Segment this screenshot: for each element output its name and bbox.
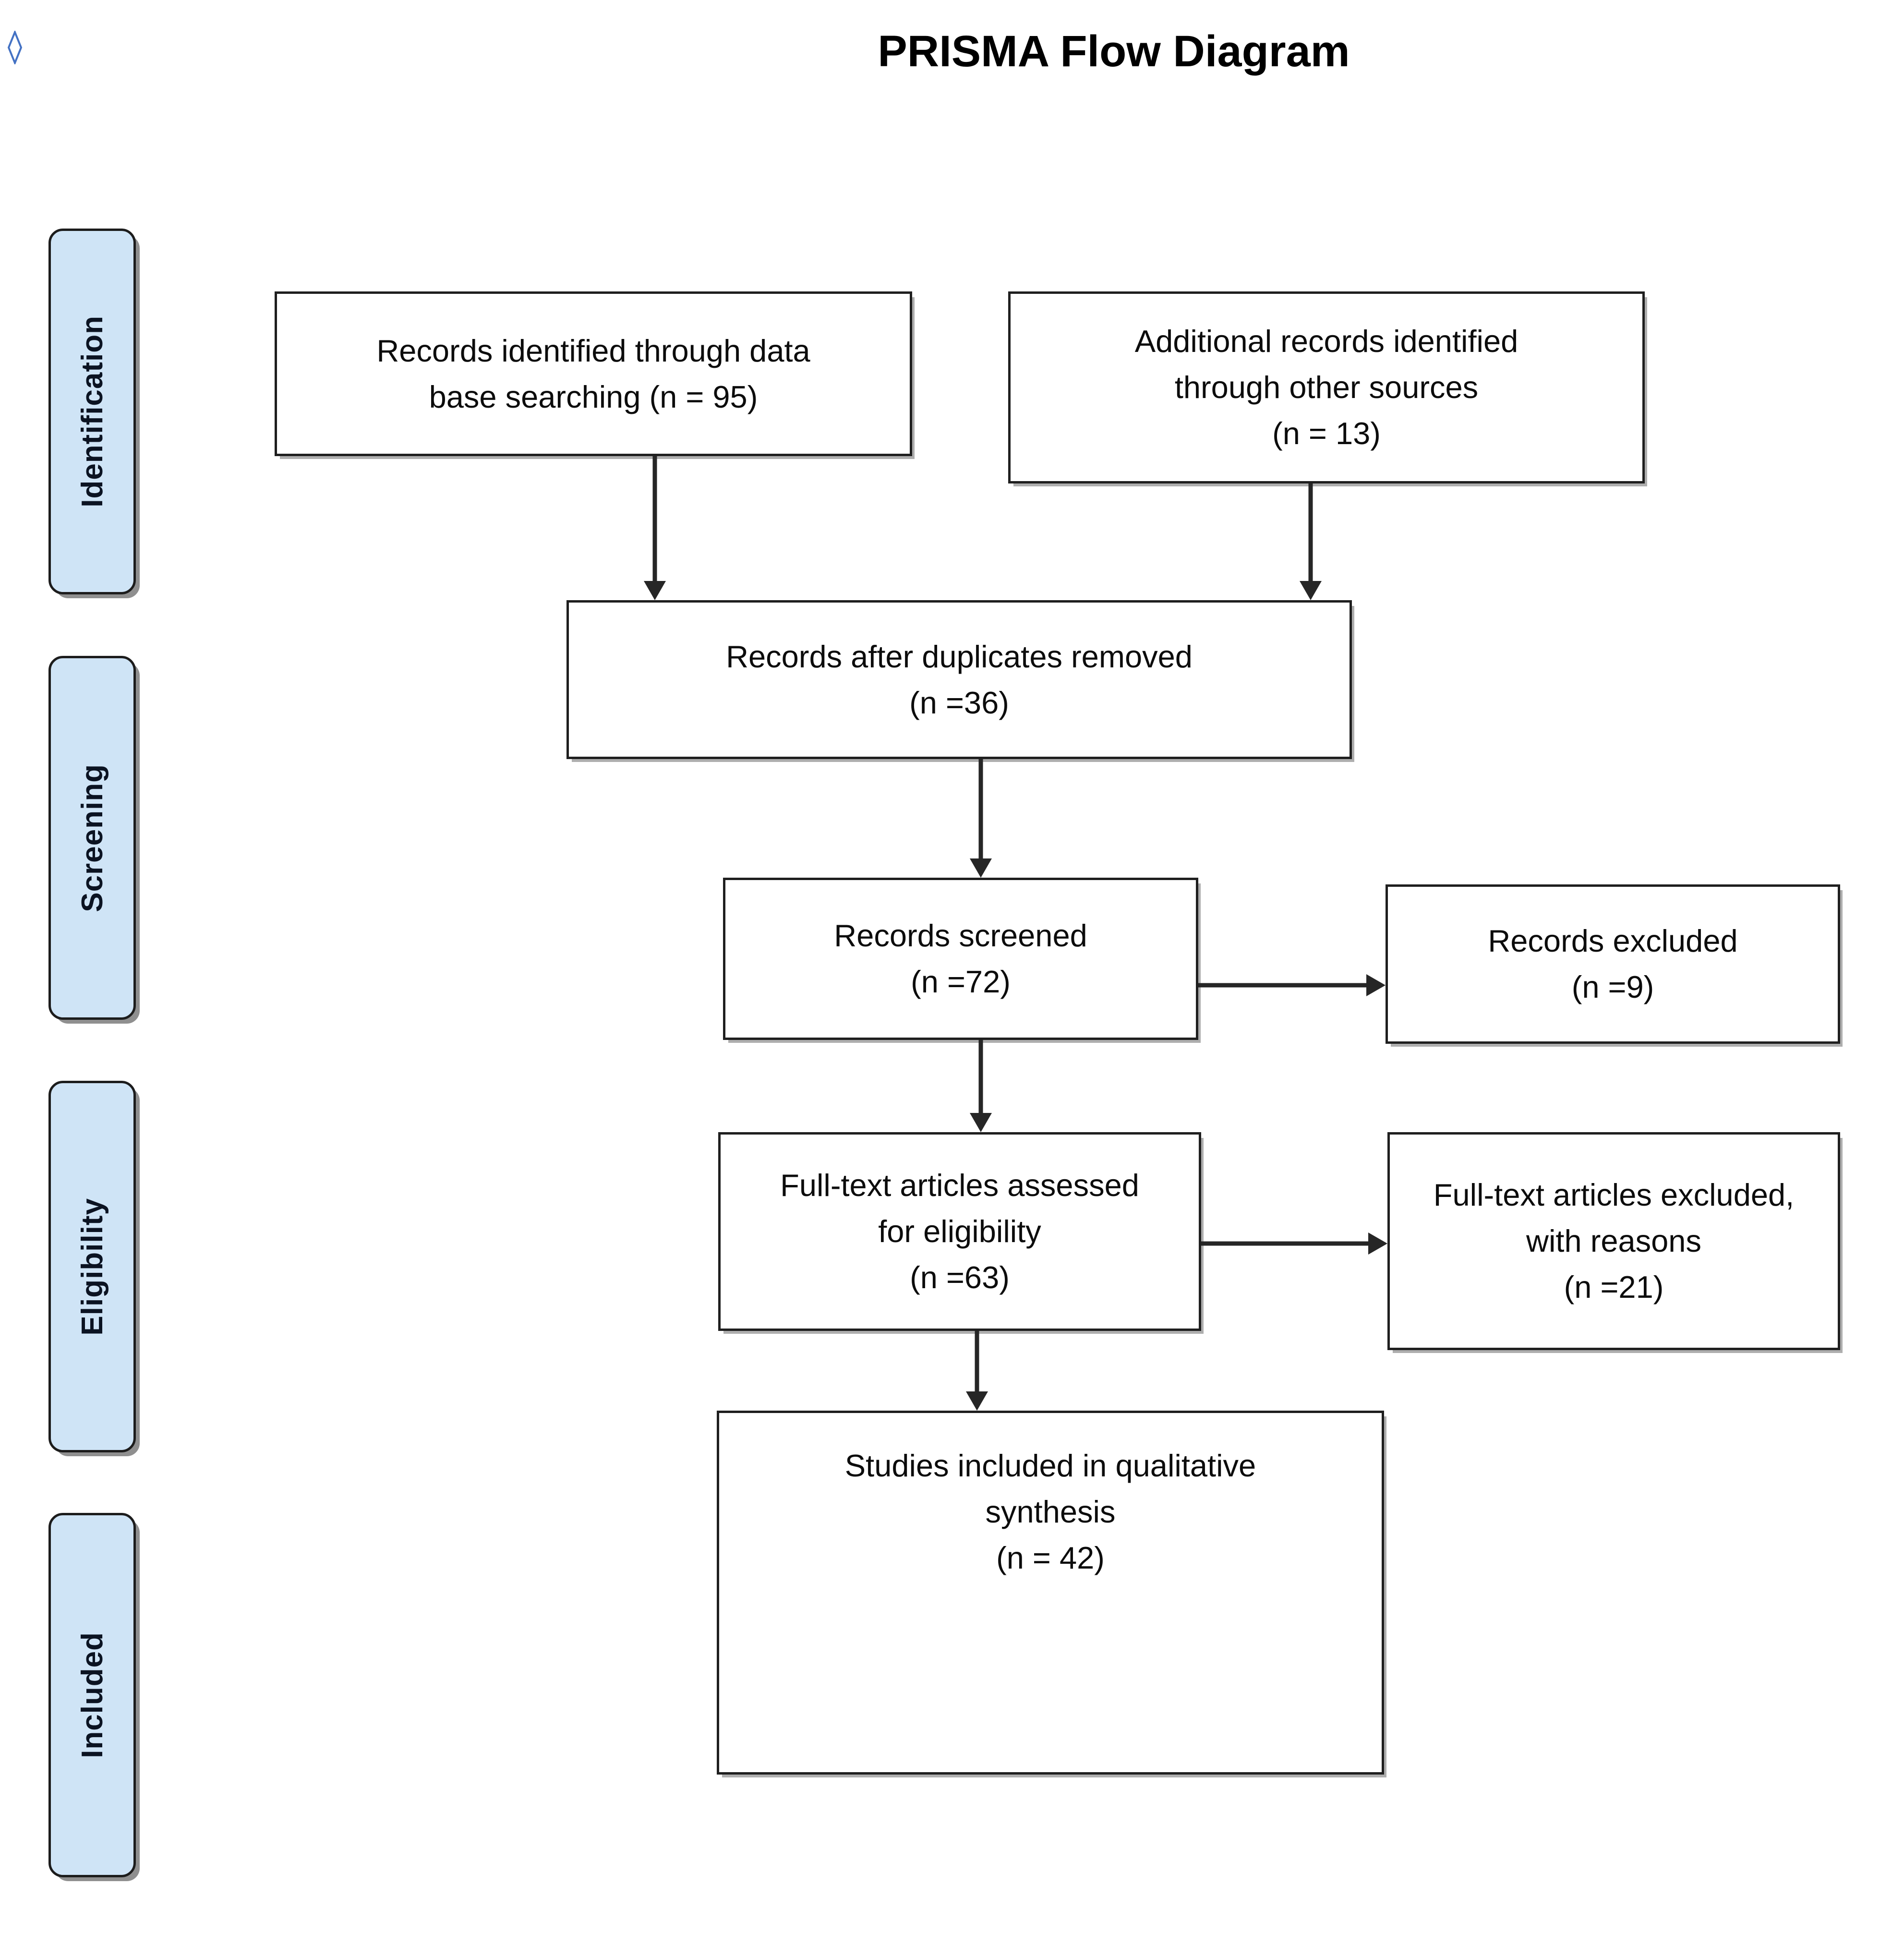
arrowhead-down-icon — [970, 1113, 992, 1132]
arrow-identified-to-duplicates — [644, 456, 666, 600]
box-text-line: synthesis — [985, 1494, 1116, 1529]
box-text-line: Studies included in qualitative — [844, 1448, 1256, 1483]
flow-box-additional-records: Additional records identified through ot… — [1008, 291, 1645, 483]
page-title: PRISMA Flow Diagram — [878, 27, 1350, 76]
flow-box-fulltext-excluded: Full-text articles excluded, with reason… — [1387, 1132, 1840, 1350]
flow-box-studies-included: Studies included in qualitative synthesi… — [717, 1411, 1384, 1775]
stage-label-text: Included — [75, 1632, 109, 1758]
box-text-line: (n = 42) — [996, 1540, 1105, 1575]
arrow-stem — [652, 456, 657, 583]
arrowhead-down-icon — [966, 1391, 988, 1411]
box-text-line: (n =9) — [1571, 969, 1654, 1004]
arrowhead-right-icon — [1368, 1232, 1387, 1255]
box-text-line: through other sources — [1174, 370, 1479, 405]
arrow-stem — [978, 1040, 983, 1115]
stage-label-identification: Identification — [48, 229, 136, 594]
flow-box-duplicates-removed: Records after duplicates removed (n =36) — [566, 600, 1352, 759]
arrow-stem — [978, 759, 983, 860]
arrow-fulltext-to-excluded — [1201, 1232, 1387, 1255]
box-text-line: (n =36) — [909, 685, 1009, 720]
arrowhead-down-icon — [970, 858, 992, 878]
stage-label-text: Eligibility — [75, 1197, 109, 1336]
box-text-line: base searching (n = 95) — [429, 379, 758, 414]
flow-box-records-identified: Records identified through data base sea… — [275, 291, 912, 456]
box-text-line: for eligibility — [878, 1214, 1041, 1249]
box-text-line: with reasons — [1526, 1223, 1701, 1258]
box-text-line: (n =72) — [911, 964, 1011, 999]
arrow-additional-to-duplicates — [1300, 483, 1322, 600]
box-text-line: (n = 13) — [1272, 416, 1381, 451]
flow-box-records-screened: Records screened (n =72) — [723, 878, 1198, 1040]
box-text-line: Records excluded — [1488, 923, 1738, 958]
arrowhead-down-icon — [644, 581, 666, 600]
box-text-line: Full-text articles assessed — [780, 1168, 1139, 1203]
arrow-screened-to-fulltext — [970, 1040, 992, 1132]
box-text-line: Full-text articles excluded, — [1433, 1177, 1795, 1212]
arrow-stem — [1201, 1241, 1370, 1246]
stage-label-eligibility: Eligibility — [48, 1081, 136, 1452]
arrow-duplicates-to-screened — [970, 759, 992, 878]
arrowhead-right-icon — [1366, 974, 1386, 996]
arrow-stem — [1308, 483, 1313, 583]
arrow-fulltext-to-included — [966, 1331, 988, 1411]
diamond-outline-icon — [7, 29, 23, 66]
stage-label-text: Screening — [75, 763, 109, 912]
box-text-line: Records after duplicates removed — [726, 639, 1193, 674]
box-text-line: Records identified through data — [376, 333, 810, 368]
stage-label-screening: Screening — [48, 656, 136, 1020]
box-text-line: Records screened — [834, 918, 1087, 953]
flow-box-records-excluded: Records excluded (n =9) — [1386, 884, 1840, 1044]
stage-label-text: Identification — [75, 315, 109, 507]
box-text-line: Additional records identified — [1134, 324, 1518, 359]
arrowhead-down-icon — [1300, 581, 1322, 600]
arrow-stem — [1198, 983, 1368, 988]
stage-label-included: Included — [48, 1513, 136, 1877]
box-text-line: (n =63) — [910, 1260, 1010, 1295]
arrow-screened-to-excluded — [1198, 974, 1386, 996]
box-text-line: (n =21) — [1564, 1269, 1664, 1305]
flow-box-fulltext-assessed: Full-text articles assessed for eligibil… — [718, 1132, 1201, 1331]
arrow-stem — [975, 1331, 979, 1393]
